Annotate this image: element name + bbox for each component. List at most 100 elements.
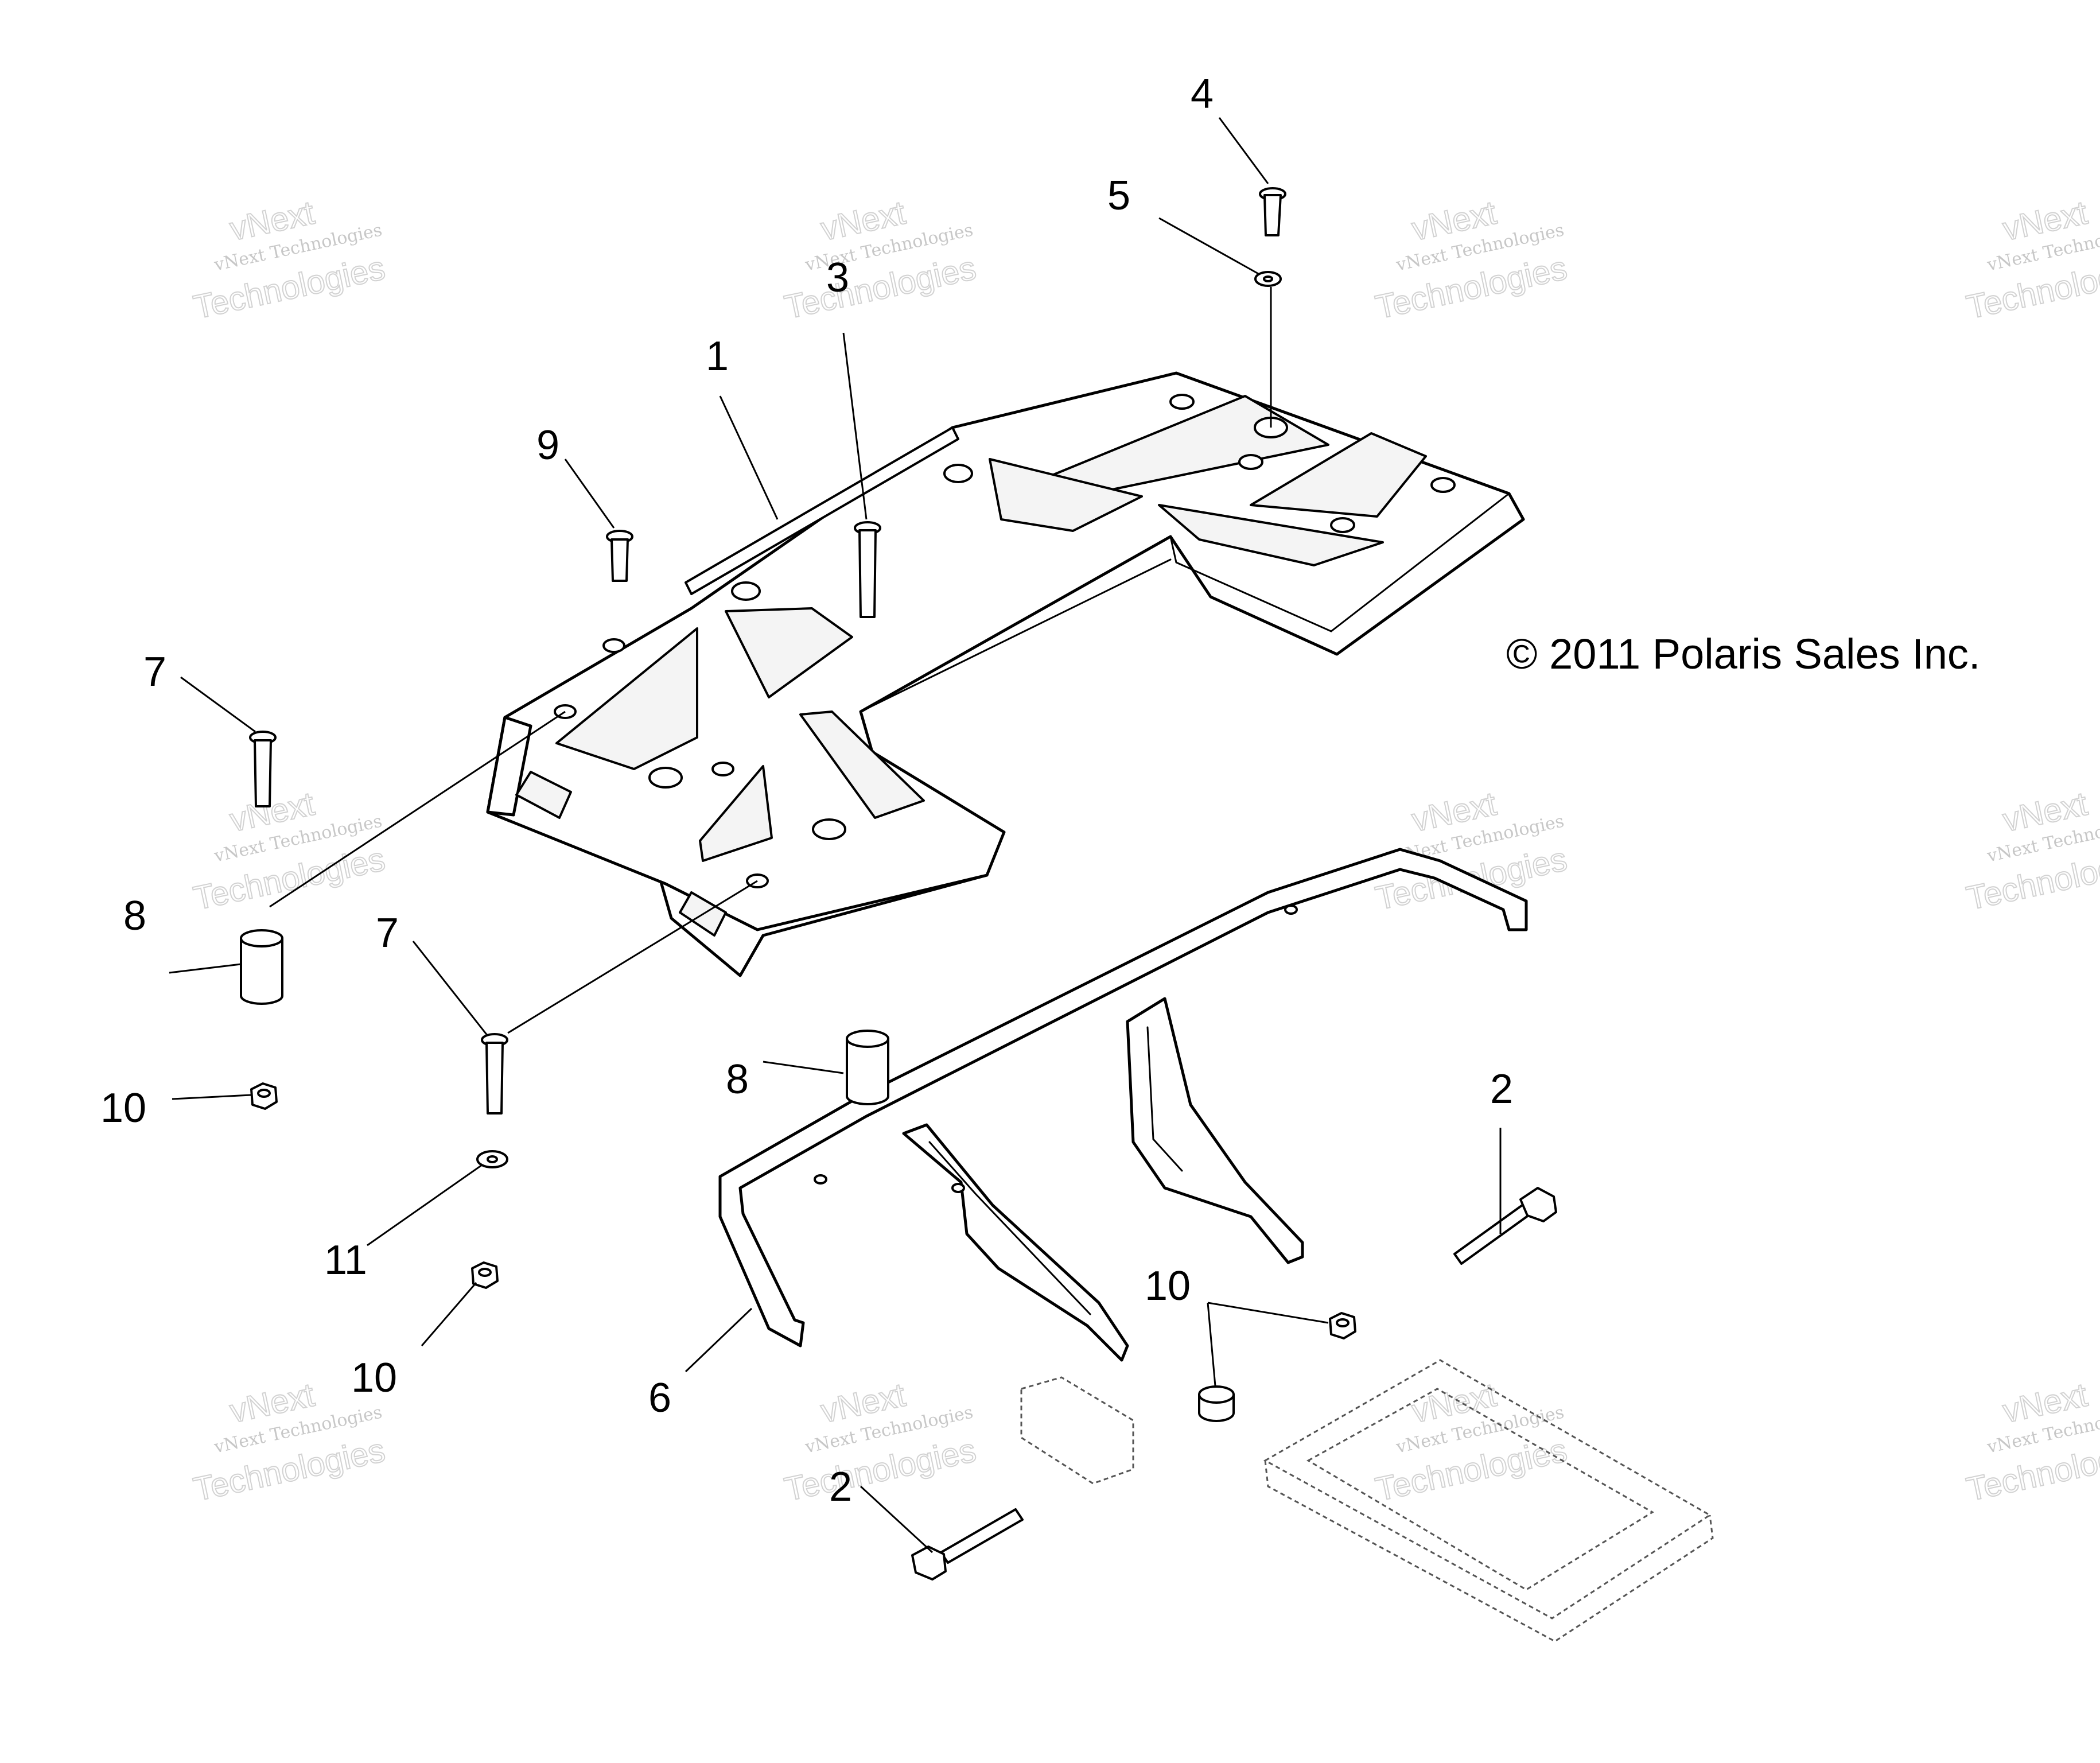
watermark: vNext vNext Technologies Technologies [781, 193, 980, 327]
leader-line [507, 880, 758, 1034]
screw-shank [1263, 194, 1282, 236]
screw-4 [1259, 187, 1286, 236]
washer-11 [476, 1150, 508, 1168]
watermark: vNext vNext Technologies Technologies [1372, 193, 1571, 327]
leader-line [1207, 1302, 1329, 1324]
leader-line [421, 1282, 477, 1346]
watermark: vNext vNext Technologies Technologies [190, 193, 389, 327]
leader-line [180, 676, 256, 733]
bolt-shank [858, 529, 877, 618]
spacer-8-left [240, 929, 283, 1005]
rack-hole [602, 638, 625, 653]
callout-9: 9 [536, 422, 559, 468]
leader-line [269, 710, 566, 908]
bolt-shank [485, 1042, 504, 1115]
support-frame-rear-leg [902, 1123, 1129, 1362]
rack-grab-rail [685, 426, 959, 595]
frame-hole [1284, 904, 1298, 915]
bolt-2-lower [911, 1508, 1024, 1581]
callouts: 4 5 3 1 9 7 8 7 8 10 11 10 6 2 10 2 [100, 71, 1513, 1510]
leader-line [860, 1485, 934, 1554]
callout-8-center: 8 [726, 1057, 749, 1102]
rack-hole [1430, 477, 1456, 493]
callout-3: 3 [826, 255, 849, 301]
rack-right-ledge [1169, 492, 1510, 632]
rack-hole [1330, 517, 1355, 533]
screw-shank [610, 538, 629, 582]
watermark: vNext vNext Technologies Technologies [1963, 785, 2100, 918]
bolt-shank [1453, 1201, 1534, 1265]
leader-line [1207, 1302, 1216, 1387]
leader-line [1158, 217, 1260, 275]
callout-2-lower: 2 [829, 1464, 852, 1510]
rack-recess [725, 607, 853, 698]
watermark: vNext vNext Technologies Technologies [1963, 1376, 2100, 1509]
copyright-notice: © 2011 Polaris Sales Inc. [1506, 630, 1980, 678]
rack-recess [989, 458, 1143, 532]
watermark: vNext vNext Technologies Technologies [1372, 785, 1571, 918]
nut-10-left [250, 1082, 278, 1110]
watermark: vNext vNext Technologies Technologies [1372, 1376, 1571, 1509]
leader-line [842, 332, 868, 520]
callout-4: 4 [1191, 71, 1214, 117]
rack-side-slot [515, 771, 572, 819]
bushing-top [1198, 1385, 1235, 1404]
leader-line [169, 963, 242, 974]
leader-line [564, 459, 615, 529]
spacer-top [240, 929, 283, 947]
rear-rack [486, 371, 1525, 977]
frame-hole [951, 1183, 965, 1193]
rack-support-frame [718, 848, 1528, 1362]
leader-line [172, 1094, 252, 1100]
nut-10-right [1329, 1312, 1356, 1339]
nut-hole [257, 1089, 271, 1098]
reference-bracket [1020, 1376, 1134, 1485]
support-frame-detail [1146, 1026, 1183, 1172]
nut-hole [478, 1268, 492, 1277]
bolt-head [1519, 1187, 1557, 1222]
rack-recess [799, 710, 925, 819]
rack-hole [711, 762, 734, 776]
vehicle-frame-reference [1020, 1359, 1714, 1642]
watermark: vNext vNext Technologies Technologies [1963, 193, 2100, 327]
callout-7-upper: 7 [143, 649, 166, 695]
leader-line [367, 1164, 483, 1246]
washer-hole [487, 1155, 498, 1163]
spacer-8-center [846, 1030, 889, 1105]
spacer-body [240, 937, 283, 1005]
spacer-body [846, 1038, 889, 1105]
bolt-7-lower [481, 1033, 508, 1115]
nut-hole [1336, 1318, 1350, 1327]
callout-1: 1 [706, 333, 729, 379]
leader-line [763, 1061, 844, 1074]
rack-inner-curve [860, 558, 1172, 713]
callout-2-right: 2 [1490, 1066, 1513, 1112]
bolt-shank [940, 1508, 1024, 1564]
bolt-7-upper [249, 731, 277, 807]
callout-7-lower: 7 [376, 910, 399, 956]
rack-recess [555, 627, 698, 770]
support-frame-front-leg [1126, 997, 1304, 1264]
rack-hole [943, 464, 973, 483]
bolt-head [911, 1545, 947, 1581]
callout-11: 11 [324, 1237, 367, 1283]
leader-lines [169, 117, 1502, 1554]
reference-frame-side [1264, 1460, 1714, 1642]
callout-8-left: 8 [123, 893, 146, 939]
frame-hole [814, 1174, 827, 1185]
watermark: vNext vNext Technologies Technologies [190, 785, 389, 918]
rack-hole [731, 581, 761, 601]
callout-10-right: 10 [1145, 1263, 1191, 1309]
rack-hole [648, 767, 683, 789]
reference-frame-inner [1306, 1388, 1654, 1591]
bolt-2-right [1453, 1187, 1557, 1265]
nut-10-lower [471, 1261, 499, 1289]
callout-6: 6 [648, 1375, 671, 1421]
bolt-3 [854, 521, 881, 618]
rack-hole [1169, 394, 1195, 410]
spacer-top [846, 1030, 889, 1048]
rack-hole [1238, 454, 1263, 470]
rack-recess [699, 765, 773, 862]
rack-recess [1158, 504, 1384, 566]
